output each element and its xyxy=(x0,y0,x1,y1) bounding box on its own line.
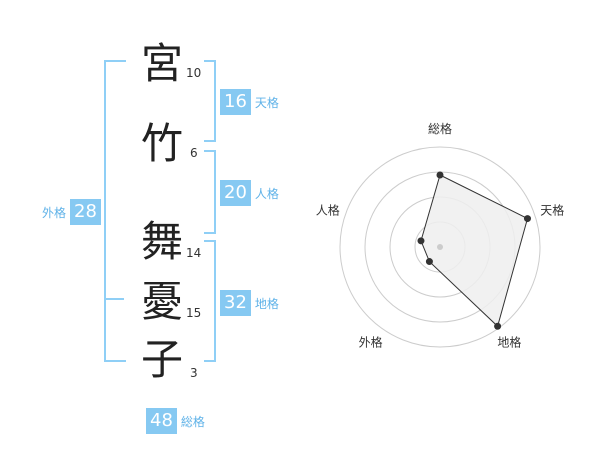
radar-axis-label-3: 地格 xyxy=(497,334,521,349)
chikaku-inner-tick xyxy=(104,298,124,300)
gaikaku-badge: 外格 28 xyxy=(42,199,101,225)
gaikaku-label: 外格 xyxy=(42,205,67,220)
chikaku-value: 32 xyxy=(220,290,251,316)
name-char-3: 舞 xyxy=(140,217,183,266)
tenkaku-label: 天格 xyxy=(254,95,279,110)
jinkaku-label: 人格 xyxy=(254,186,279,201)
chikaku-badge: 32 地格 xyxy=(220,290,279,316)
radar-point-4 xyxy=(425,258,433,266)
chikaku-label: 地格 xyxy=(254,296,279,311)
radar-axis-label-4: 外格 xyxy=(359,334,383,349)
tenkaku-badge: 16 天格 xyxy=(220,89,279,115)
stroke-count-5: 3 xyxy=(190,366,198,380)
chikaku-bracket xyxy=(204,240,216,362)
radar-point-1 xyxy=(436,171,444,179)
gaikaku-bracket xyxy=(104,60,126,362)
name-char-1: 宮 xyxy=(140,39,183,88)
jinkaku-bracket xyxy=(204,150,216,234)
stroke-count-1: 10 xyxy=(186,66,202,80)
name-char-5: 子 xyxy=(140,335,183,384)
jinkaku-badge: 20 人格 xyxy=(220,180,279,206)
soukaku-badge: 48 総格 xyxy=(146,408,205,434)
tenkaku-value: 16 xyxy=(220,89,251,115)
radar-point-3 xyxy=(494,322,502,330)
name-char-2: 竹 xyxy=(140,119,183,168)
jinkaku-value: 20 xyxy=(220,180,251,206)
radar-ring xyxy=(339,146,541,348)
radar-axis-label-1: 総格 xyxy=(428,121,452,136)
soukaku-label: 総格 xyxy=(180,414,205,429)
radar-point-5 xyxy=(417,237,425,245)
name-char-4: 憂 xyxy=(140,277,183,326)
radar-axis-label-5: 人格 xyxy=(316,203,340,218)
stroke-count-4: 15 xyxy=(186,306,202,320)
radar-point-2 xyxy=(523,215,531,223)
radar-axis-label-2: 天格 xyxy=(540,203,564,218)
tenkaku-bracket xyxy=(204,60,216,142)
stroke-count-2: 6 xyxy=(190,146,198,160)
stroke-count-3: 14 xyxy=(186,246,202,260)
gaikaku-value: 28 xyxy=(70,199,101,225)
soukaku-value: 48 xyxy=(146,408,177,434)
radar-area xyxy=(420,174,529,328)
radar-center-point xyxy=(437,244,443,250)
